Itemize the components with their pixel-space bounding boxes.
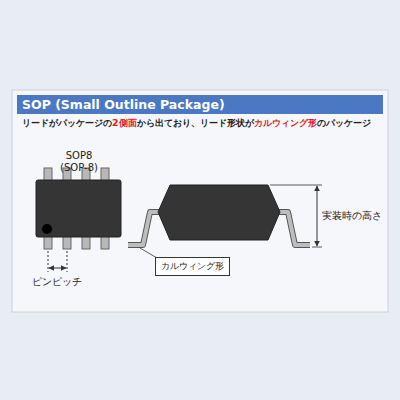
panel (12, 90, 388, 312)
description-text: リードがパッケージの (22, 117, 112, 130)
description-text: から出ており、リード形状が (137, 117, 254, 130)
description-line: リードがパッケージの2側面から出ており、リード形状がカルウィング形のパッケージ (22, 117, 371, 130)
pitch-dimension (48, 251, 67, 272)
title: SOP (Small Outline Package) (22, 97, 225, 112)
callout-box: カルウィング形 (155, 257, 230, 276)
callout-text: カルウィング形 (161, 260, 224, 273)
height-dimension (270, 185, 322, 247)
chip-side-view (128, 185, 310, 245)
package-name: SOP8 (66, 150, 93, 161)
description-text: のパッケージ (317, 117, 371, 130)
description-text: カルウィング形 (254, 117, 317, 130)
dimension-label: ピンピッチ (32, 275, 82, 289)
dimension-label: 実装時の高さ (322, 209, 382, 223)
chip-top-view (36, 168, 121, 249)
header-band (17, 95, 383, 114)
package-name: (SOP-8) (60, 162, 98, 173)
description-text: 2側面 (112, 117, 137, 130)
